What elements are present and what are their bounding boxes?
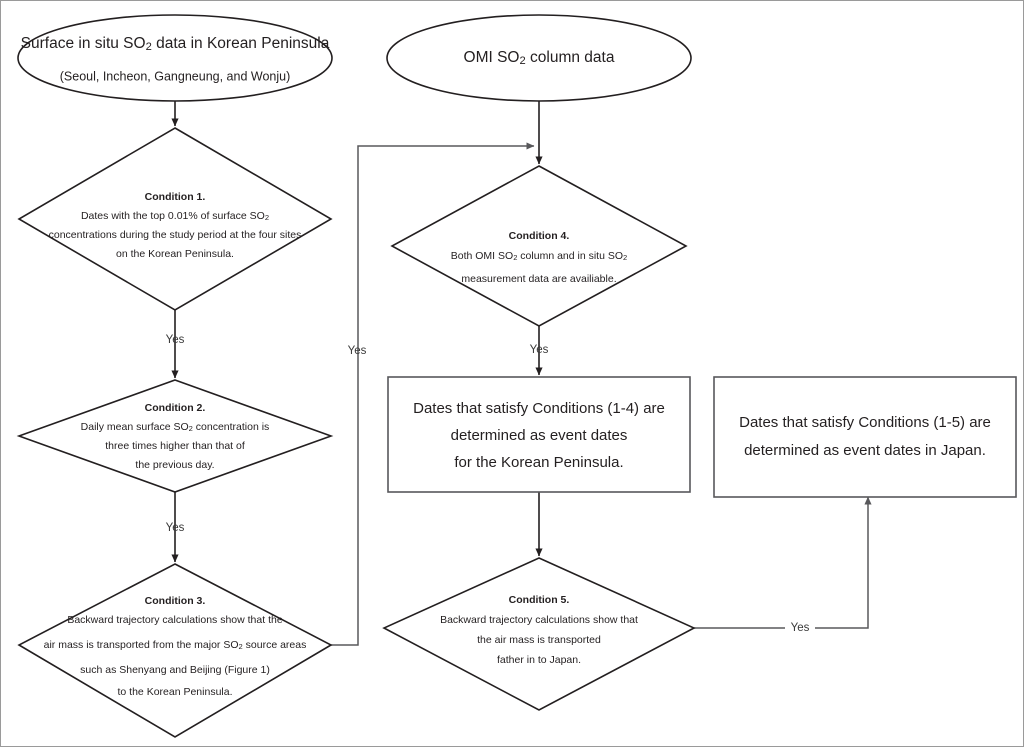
condition1-title: Condition 1.: [145, 191, 206, 203]
edge-label-condition1-yes: Yes: [166, 334, 185, 346]
edge-condition3-to-condition4: [331, 142, 535, 646]
condition5-line2: the air mass is transported: [477, 634, 601, 646]
condition3-line1: Backward trajectory calculations show th…: [67, 614, 283, 626]
edge-condition5-to-result-japan: [694, 496, 872, 629]
result-korea-line3: for the Korean Peninsula.: [454, 454, 623, 471]
condition2-line2: three times higher than that of: [105, 440, 245, 452]
node-input-surface: [17, 14, 333, 102]
condition1-line2: concentrations during the study period a…: [49, 229, 302, 241]
node-condition3: [17, 563, 333, 738]
condition1-line1: Dates with the top 0.01% of surface SO2: [81, 210, 269, 222]
node-result-japan: [713, 376, 1017, 498]
edge-label-condition5-yes-backing: [785, 620, 815, 636]
condition2-line3: the previous day.: [135, 459, 214, 471]
node-input-omi: [386, 14, 692, 102]
condition4-line1: Both OMI SO2 column and in situ SO2: [451, 250, 627, 262]
edge-label-condition5-yes-top: Yes: [791, 622, 810, 634]
condition5-title: Condition 5.: [509, 594, 570, 606]
edge-label-condition3-yes: Yes: [348, 345, 367, 357]
result-korea-line2: determined as event dates: [451, 427, 628, 444]
condition3-line2: air mass is transported from the major S…: [44, 639, 307, 651]
node-result-korea: [387, 376, 691, 493]
condition2-line1: Daily mean surface SO2 concentration is: [81, 421, 270, 433]
edge-label-condition4-yes: Yes: [530, 344, 549, 356]
condition4-line2: measurement data are availiable.: [461, 273, 616, 285]
node-condition5: [382, 557, 696, 711]
result-japan-line2: determined as event dates in Japan.: [744, 442, 986, 459]
result-japan-line1: Dates that satisfy Conditions (1-5) are: [739, 414, 991, 431]
node-condition1: [17, 127, 333, 311]
edge-label-condition2-yes: Yes: [166, 522, 185, 534]
condition4-title: Condition 4.: [509, 230, 570, 242]
input-omi-line1: OMI SO2 column data: [464, 49, 615, 67]
input-surface-line2: (Seoul, Incheon, Gangneung, and Wonju): [60, 69, 291, 83]
condition5-line1: Backward trajectory calculations show th…: [440, 614, 638, 626]
condition3-line4: to the Korean Peninsula.: [118, 686, 233, 698]
condition5-line3: father in to Japan.: [497, 654, 581, 666]
condition3-title: Condition 3.: [145, 595, 206, 607]
result-korea-line1: Dates that satisfy Conditions (1-4) are: [413, 400, 665, 417]
input-surface-line1: Surface in situ SO2 data in Korean Penin…: [21, 35, 330, 53]
condition3-line3: such as Shenyang and Beijing (Figure 1): [80, 664, 270, 676]
node-condition4: [390, 165, 688, 327]
condition2-title: Condition 2.: [145, 402, 206, 414]
node-condition2: [16, 379, 334, 493]
condition1-line3: on the Korean Peninsula.: [116, 248, 234, 260]
